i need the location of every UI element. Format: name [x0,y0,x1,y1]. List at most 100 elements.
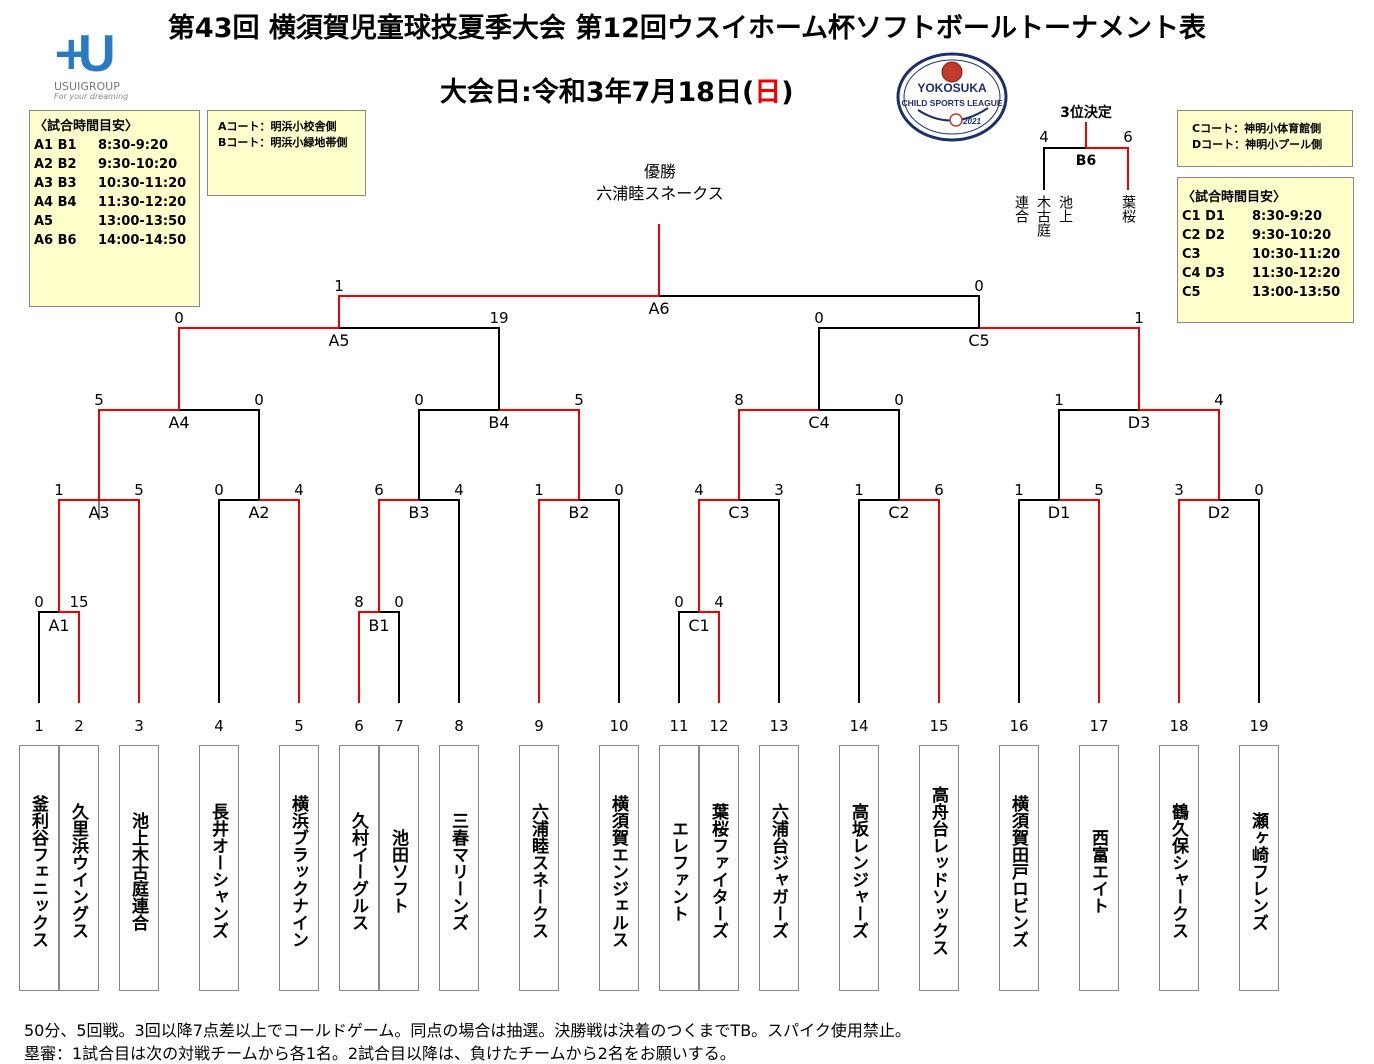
match-label-a6: A6 [648,299,670,318]
score-b1-right: 0 [394,593,404,611]
team-number: 14 [849,717,869,735]
bracket-line [418,409,499,500]
team-number: 7 [394,717,404,735]
team-number: 8 [454,717,464,735]
schedule-title: 〈試合時間目安〉 [34,119,139,134]
bracket-line [1139,409,1220,500]
match-label-c5: C5 [968,331,990,350]
score-a6-right: 0 [974,277,984,295]
match-label-c1: C1 [688,616,710,635]
score-a6-left: 1 [334,277,344,295]
league-seal-graphic: YOKOSUKA CHILD SPORTS LEAGUE 2021 [896,52,1008,142]
score-b1-left: 8 [354,593,364,611]
third-place-left-score: 4 [1039,128,1049,146]
court-note-cd: Cコート：神明小体育館側 Dコート：神明小プール側 [1177,110,1353,167]
score-d1-right: 5 [1094,481,1104,499]
team-name-box: 横須賀エンジェルス [599,745,639,991]
score-d3-right: 4 [1214,391,1224,409]
bracket-line [819,409,900,500]
bracket-line [178,327,339,410]
team-name-box: 鶴久保シャークス [1159,745,1199,991]
event-date: 大会日:令和3年7月18日(日) [440,77,794,108]
team-name-box: 西富エイト [1079,745,1119,991]
match-label-d1: D1 [1047,503,1071,522]
match-label-b3: B3 [408,503,430,522]
bracket-line [379,611,400,703]
team-number: 3 [134,717,144,735]
bracket-line [378,499,419,612]
team-name-box: 横浜ブラックナイン [279,745,319,991]
score-c1-left: 0 [674,593,684,611]
score-a4-left: 5 [94,391,104,409]
bracket-line [698,499,739,612]
bracket-line [1018,499,1059,703]
team-number: 6 [354,717,364,735]
score-b4-right: 5 [574,391,584,409]
bracket-line [899,499,940,703]
team-name-box: 久村イーグルス [339,745,379,991]
score-a5-left: 0 [174,309,184,327]
team-number: 9 [534,717,544,735]
team-name-box: 横須賀田戸ロビンズ [999,745,1039,991]
bracket-line [499,409,580,500]
team-name-box: 六浦台ジャガーズ [759,745,799,991]
score-c3-right: 3 [774,481,784,499]
score-a1-left: 0 [34,593,44,611]
team-number: 16 [1009,717,1029,735]
match-label-d3: D3 [1127,413,1151,432]
bracket-line [1043,147,1086,190]
score-b3-right: 4 [454,481,464,499]
umpire-note: 塁審：1試合目は次の対戦チームから各1名。2試合目以降は、負けたチームから2名を… [24,1044,736,1063]
logo-plus-mark: + [52,26,91,80]
court-a-note: Aコート：明浜小校舎側 [218,120,337,133]
third-place-team-right: 葉桜 [1120,195,1136,223]
score-a4-right: 0 [254,391,264,409]
seal-line1: YOKOSUKA [917,81,987,95]
team-name-box: 高坂レンジャーズ [839,745,879,991]
seal-year: 2021 [962,117,981,126]
match-label-a2: A2 [248,503,270,522]
match-label-c2: C2 [888,503,910,522]
match-label-b4: B4 [488,413,510,432]
bracket-line [38,611,59,703]
score-c4-right: 0 [894,391,904,409]
logo-group-name: USUIGROUP [54,80,120,93]
score-b3-left: 6 [374,481,384,499]
score-c2-left: 1 [854,481,864,499]
score-d2-right: 0 [1254,481,1264,499]
logo-u-mark: U [78,25,116,83]
score-b2-right: 0 [614,481,624,499]
team-name-box: 池上木古庭連合 [119,745,159,991]
score-a3-right: 5 [134,481,144,499]
match-label-c4: C4 [808,413,830,432]
third-place-right-score: 6 [1123,128,1133,146]
third-place-title: 3位決定 [1060,105,1112,121]
third-place-team-left-b: 木古庭 [1035,195,1051,237]
third-place-match: B6 [1075,153,1097,169]
champion-team: 六浦睦スネークス [596,184,724,203]
team-number: 12 [709,717,729,735]
third-place-team-left-c: 池上 [1057,195,1073,223]
match-label-a5: A5 [328,331,350,350]
score-b2-left: 1 [534,481,544,499]
bracket-line [58,499,99,612]
bracket-line [678,611,699,703]
bracket-line [1178,499,1219,703]
court-c-note: Cコート：神明小体育館側 [1192,122,1322,135]
bracket-line [538,499,579,703]
bracket-line [738,409,819,500]
court-d-note: Dコート：神明小プール側 [1192,138,1323,151]
team-name-box: 長井オーシャンズ [199,745,239,991]
third-place-team-left-a: 連合 [1013,195,1029,223]
match-label-c3: C3 [728,503,750,522]
bracket-line [99,499,140,703]
